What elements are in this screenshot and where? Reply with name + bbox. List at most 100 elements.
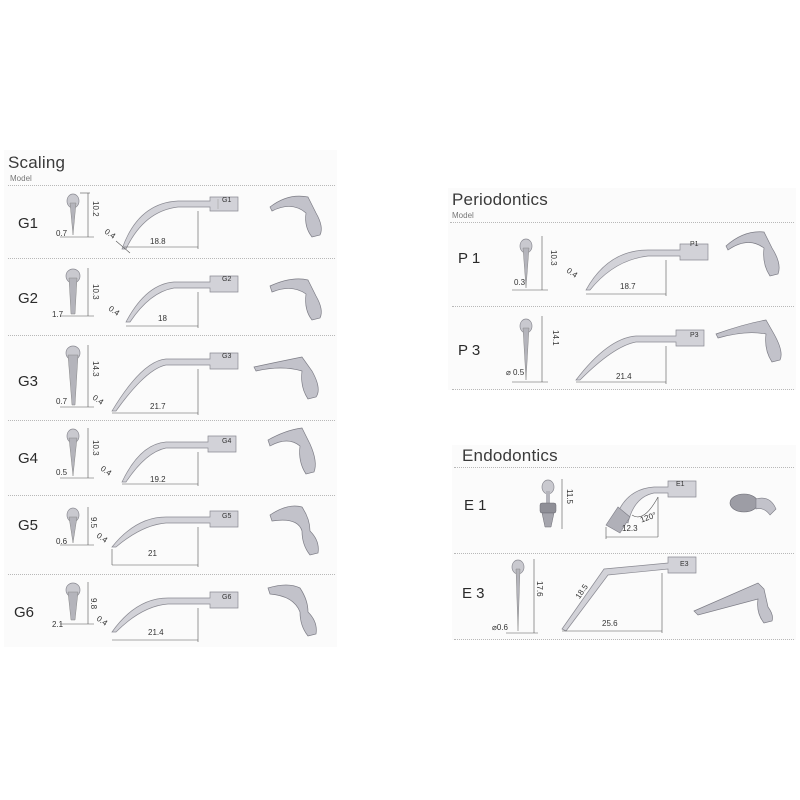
front-height-dim: 10.2 [91, 201, 100, 217]
front-view-icon [60, 345, 94, 408]
endodontics-row-e1: E 1 11.5 E1 120° 12.3 [440, 467, 800, 553]
length-dim: 18.8 [150, 237, 166, 246]
endodontics-panel [452, 445, 796, 640]
separator [454, 639, 794, 640]
front-view-icon [60, 582, 94, 625]
side-view-tip-icon [111, 591, 239, 642]
separator [8, 495, 335, 496]
model-label: P 1 [458, 250, 481, 267]
length-dim: 21.4 [148, 628, 164, 637]
tip-photo-icon [725, 231, 780, 277]
tip-photo-icon [253, 356, 319, 400]
front-height-dim: 11.5 [565, 489, 574, 504]
separator [452, 389, 794, 390]
front-width-dim: 0.7 [56, 229, 68, 238]
separator [450, 222, 794, 223]
tip-photo-icon [269, 505, 319, 556]
front-height-dim: 9.5 [89, 517, 98, 529]
length-dim: 18 [158, 314, 167, 323]
model-label: P 3 [458, 342, 481, 359]
separator [8, 258, 335, 259]
side-view-tip-icon [575, 329, 705, 384]
front-width-dim: 0.3 [514, 278, 526, 287]
side-view-tip-icon [605, 480, 697, 539]
periodontics-row-p3: P 3 14.1 ⌀ 0.5 P3 21.4 [440, 306, 800, 390]
length-dim: 21 [148, 549, 157, 558]
scaling-row-g6: G6 9.8 2.1 G6 0.4 21.4 [0, 574, 340, 646]
front-width-dim: ⌀ 0.5 [506, 368, 525, 377]
periodontics-title: Periodontics [452, 190, 548, 209]
tip-photo-icon [269, 195, 322, 238]
front-view-icon [512, 236, 548, 291]
length-dim: 12.3 [622, 524, 638, 533]
front-view-icon [60, 268, 94, 317]
tip-photo-icon [715, 319, 782, 363]
model-label: G2 [18, 290, 39, 307]
front-view-icon [512, 316, 548, 383]
front-height-dim: 10.3 [91, 440, 100, 456]
scaling-row-g5: G5 9.5 0.6 G5 0.4 21 [0, 495, 340, 573]
side-view-tip-icon [111, 352, 239, 415]
front-width-dim: 0.5 [56, 468, 68, 477]
front-width-dim: 0.6 [56, 537, 68, 546]
endodontics-title: Endodontics [462, 446, 558, 465]
length-dim: 21.4 [616, 372, 632, 381]
tip-photo-icon [267, 584, 317, 637]
front-height-dim: 14.3 [91, 361, 100, 377]
endodontics-row-e3: E 3 17.6 ⌀0.6 E3 18.5 25.6 [440, 553, 800, 639]
scaling-row-g2: G2 10.3 1.7 G2 0.4 18 [0, 258, 340, 334]
scaling-row-g1: G1 10.2 0.7 G1 0.4 18.8 [0, 185, 340, 257]
separator [8, 420, 335, 421]
side-view-tip-icon [111, 510, 239, 567]
front-view-icon [539, 479, 563, 529]
scaling-row-g4: G4 10.3 0.5 G4 0.4 19.2 [0, 420, 340, 494]
model-label: E 3 [462, 585, 485, 602]
tip-photo-icon [267, 427, 316, 475]
tip-label: G5 [222, 513, 232, 520]
front-height-dim: 17.6 [535, 581, 544, 597]
front-height-dim: 10.3 [549, 250, 558, 266]
side-view-tip-icon [115, 196, 239, 254]
front-view-icon [60, 428, 94, 479]
tip-photo-icon [729, 493, 777, 516]
scaling-row-g3: G3 14.3 0.7 G3 0.4 21.7 [0, 335, 340, 419]
scaling-title: Scaling [8, 153, 66, 172]
front-width-dim: 2.1 [52, 620, 64, 629]
periodontics-row-p1: P 1 10.3 0.3 P1 0.4 18.7 [440, 222, 800, 306]
model-label: G4 [18, 450, 39, 467]
tip-label: P1 [690, 241, 699, 248]
periodontics-panel [448, 188, 796, 390]
periodontics-subtitle: Model [452, 211, 474, 220]
tip-label: G2 [222, 276, 232, 283]
front-width-dim: 0.7 [56, 397, 68, 406]
tip-diameter-dim: 0.4 [564, 266, 580, 280]
side-view-tip-icon [125, 275, 239, 328]
side-view-tip-icon [585, 243, 709, 296]
model-label: G6 [14, 604, 35, 621]
front-width-dim: 1.7 [52, 310, 64, 319]
side-view-tip-icon [121, 435, 237, 486]
tip-label: G1 [222, 197, 232, 204]
tip-photo-icon [693, 582, 773, 624]
tip-label: P3 [690, 332, 699, 339]
separator [8, 335, 335, 336]
model-label: G5 [18, 517, 39, 534]
separator [8, 185, 335, 186]
tip-label: G4 [222, 438, 232, 445]
scaling-panel [4, 150, 337, 647]
length-dim: 21.7 [150, 402, 166, 411]
scaling-subtitle: Model [10, 174, 32, 183]
front-view-icon [60, 507, 94, 546]
front-height-dim: 14.1 [551, 330, 560, 346]
front-view-icon [506, 559, 538, 634]
front-height-dim: 9.8 [89, 598, 98, 610]
tip-label: G3 [222, 353, 232, 360]
model-label: G1 [18, 215, 39, 232]
separator [454, 467, 794, 468]
front-width-dim: ⌀0.6 [492, 623, 508, 632]
tip-label: E1 [676, 481, 685, 488]
separator [8, 574, 335, 575]
length-dim: 19.2 [150, 475, 166, 484]
tip-photo-icon [269, 278, 322, 321]
front-view-icon [60, 192, 94, 238]
